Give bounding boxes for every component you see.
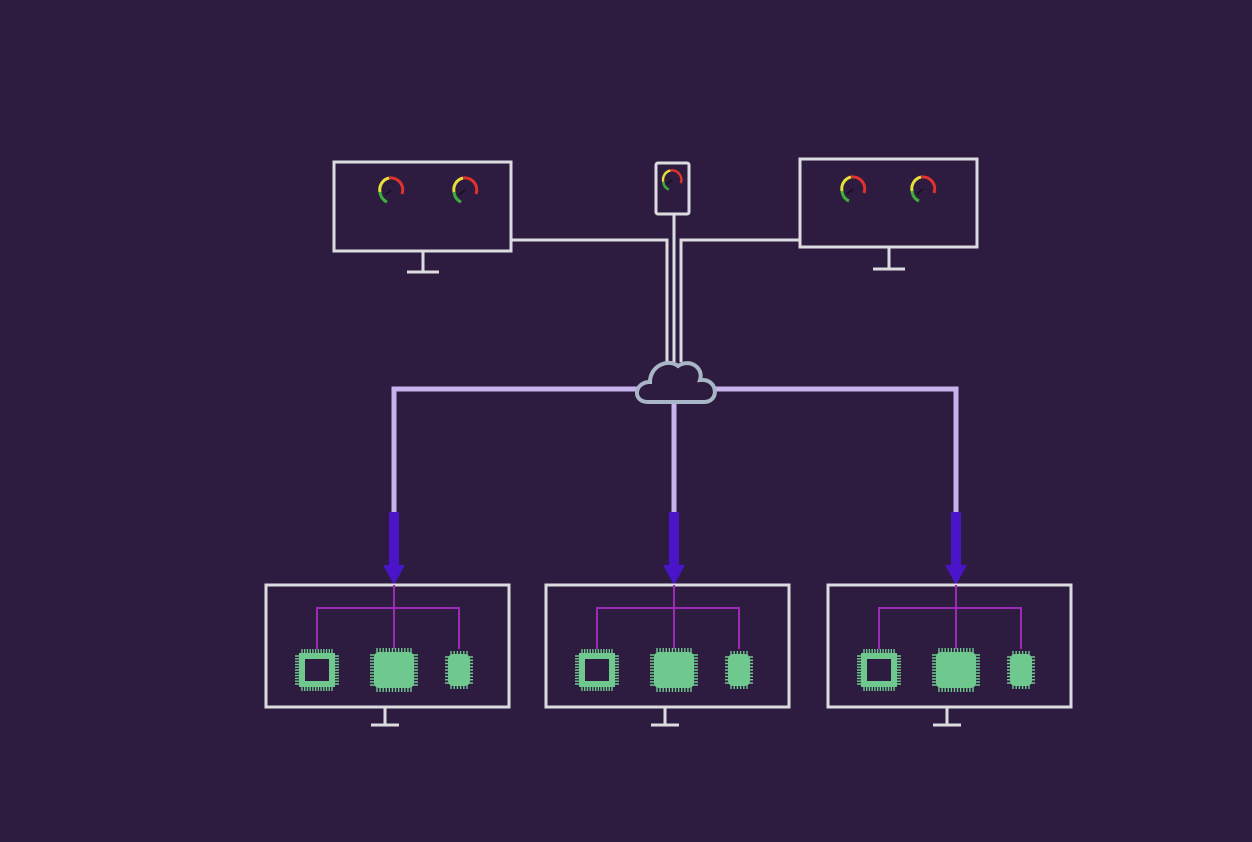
arrow-server-3 <box>945 512 967 585</box>
memory-chip-icon <box>725 651 753 689</box>
upper-links <box>512 215 800 362</box>
cloud-icon <box>635 360 717 404</box>
cpu-outline-icon <box>857 649 901 691</box>
server-1 <box>264 583 511 727</box>
gauge-icon <box>452 176 479 204</box>
inner-bus <box>596 585 740 649</box>
cpu-solid-icon <box>650 648 698 692</box>
memory-chip-icon <box>1007 651 1035 689</box>
gauge-icon <box>840 175 867 203</box>
monitor-left <box>332 160 513 274</box>
gauge-icon <box>378 176 405 204</box>
arrow-server-1 <box>383 512 405 585</box>
edge-cloud-server-1 <box>391 386 640 515</box>
edge-cloud-server-3 <box>710 386 959 515</box>
inner-bus <box>878 585 1022 649</box>
server-2 <box>544 583 791 727</box>
server-3 <box>826 583 1073 727</box>
gauge-icon <box>910 175 937 203</box>
cpu-outline-icon <box>295 649 339 691</box>
monitor-right <box>798 157 979 271</box>
lower-links <box>391 386 959 515</box>
arrow-server-2 <box>663 512 685 585</box>
sensor-center <box>654 161 691 216</box>
cpu-solid-icon <box>932 648 980 692</box>
arrows <box>383 512 967 585</box>
cpu-outline-icon <box>575 649 619 691</box>
edge-monitor-left-cloud <box>512 238 669 362</box>
inner-bus <box>316 585 460 649</box>
cpu-solid-icon <box>370 648 418 692</box>
gauge-icon <box>661 169 683 191</box>
edge-monitor-right-cloud <box>679 238 800 362</box>
memory-chip-icon <box>445 651 473 689</box>
